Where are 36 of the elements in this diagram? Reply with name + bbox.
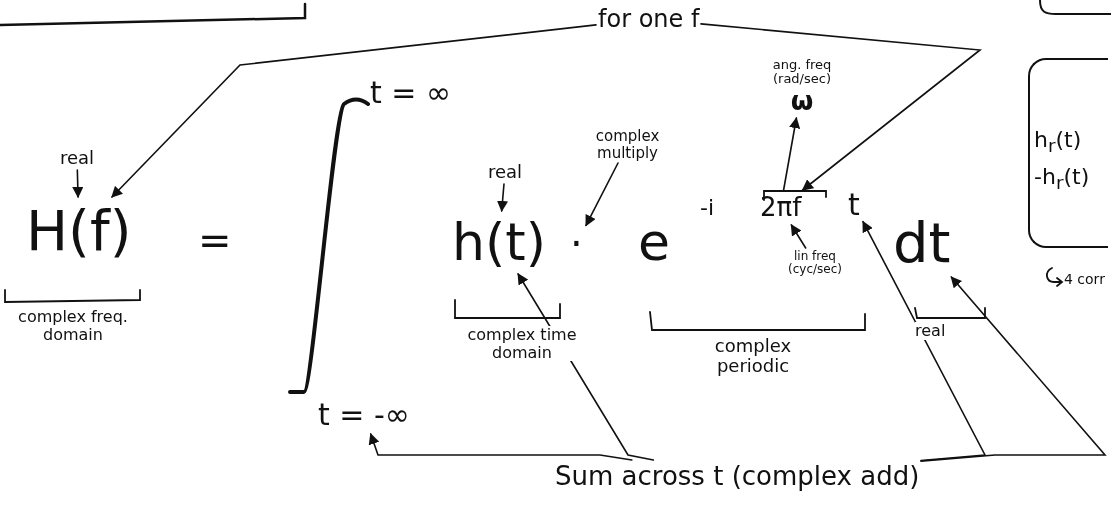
annotation-text: real (915, 322, 946, 340)
formula-term: e (638, 214, 670, 272)
annotation-text: complex periodic (713, 336, 793, 376)
arrow (862, 220, 987, 462)
formula-term: H(f) (26, 200, 132, 262)
integral-limit: t = ∞ (370, 76, 451, 109)
formula-term: 2πf (760, 193, 802, 222)
arrow (782, 116, 801, 192)
annotation-text: 4 corr (1064, 272, 1105, 288)
formula-term: -h$_{r}$(t) (1034, 164, 1091, 194)
annotation-text: real (60, 148, 95, 168)
arrow (111, 24, 597, 198)
arrow (496, 183, 509, 213)
exponent-text: -i (700, 196, 715, 221)
arrow (72, 169, 84, 199)
annotation-text: complex freq. domain (17, 308, 129, 344)
equals-sign: = (198, 218, 232, 262)
annotation-text: lin freq (cyc/sec) (770, 250, 860, 277)
annotation-text: real (488, 162, 523, 182)
note-text: for one f (598, 6, 700, 33)
arrow (585, 162, 619, 227)
multiply-dot: · (570, 222, 583, 266)
arrow (368, 432, 633, 461)
annotation-text: ang. freq (rad/sec) (771, 58, 833, 87)
rounded-box (1028, 58, 1108, 248)
omega-symbol: ω (789, 86, 815, 116)
arrow (920, 276, 1107, 462)
note-text: Sum across t (complex add) (555, 462, 920, 491)
integral-limit: t = -∞ (318, 398, 410, 431)
arrow (700, 23, 983, 191)
formula-term: h$_{r}$(t) (1034, 128, 1083, 157)
formula-term: dt (893, 212, 951, 274)
annotation-text: complex multiply (585, 128, 670, 161)
formula-term: t (848, 188, 860, 221)
arrow (790, 224, 807, 249)
formula-term: h(t) (452, 214, 546, 272)
